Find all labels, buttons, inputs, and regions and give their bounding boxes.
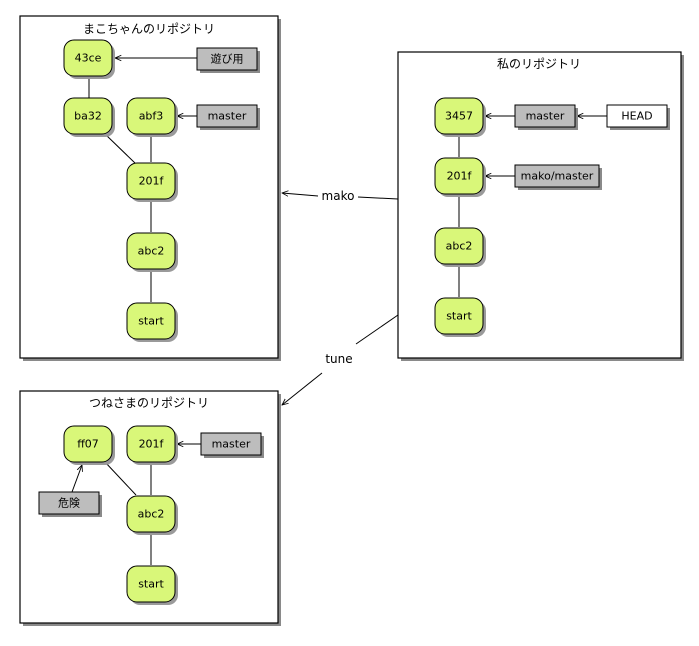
ref-text: 遊び用 bbox=[211, 52, 244, 66]
commit-node[interactable]: start bbox=[126, 302, 178, 342]
commit-label: 3457 bbox=[445, 110, 473, 123]
ref-label-head[interactable]: HEAD bbox=[606, 104, 670, 130]
commit-node[interactable]: ff07 bbox=[63, 425, 115, 465]
commit-node[interactable]: abc2 bbox=[126, 495, 178, 535]
mako-edges bbox=[88, 58, 197, 302]
commit-label: start bbox=[138, 315, 164, 328]
ref-text: master bbox=[208, 110, 247, 123]
tune-panel-title: つねさまのリポジトリ bbox=[89, 396, 209, 410]
commit-label: ba32 bbox=[74, 110, 102, 123]
ref-label-master[interactable]: master bbox=[514, 104, 578, 130]
commit-label: 43ce bbox=[75, 52, 102, 65]
edge-tune-remote-top bbox=[355, 314, 399, 345]
ref-label-master[interactable]: master bbox=[196, 104, 260, 130]
edge-ff07-abc2 bbox=[104, 461, 137, 496]
ref-text: HEAD bbox=[621, 110, 652, 123]
commit-label: abc2 bbox=[446, 240, 473, 253]
my-edges bbox=[458, 116, 607, 297]
edge-mako-remote-left bbox=[282, 193, 319, 196]
commit-node[interactable]: start bbox=[434, 297, 486, 337]
edge-danger-ff07 bbox=[71, 465, 82, 493]
commit-label: 201f bbox=[447, 170, 473, 183]
commit-node[interactable]: 43ce bbox=[63, 39, 115, 79]
commit-label: abf3 bbox=[139, 110, 164, 123]
commit-node[interactable]: abc2 bbox=[434, 227, 486, 267]
mako-remote-label: mako bbox=[322, 189, 355, 203]
ref-label-mako-master[interactable]: mako/master bbox=[514, 164, 602, 190]
remote-edges: mako tune bbox=[282, 189, 399, 405]
tune-remote-label: tune bbox=[325, 352, 352, 366]
ref-text: 危険 bbox=[58, 497, 80, 510]
mako-panel-title: まこちゃんのリポジトリ bbox=[83, 22, 215, 36]
commit-label: start bbox=[446, 310, 472, 323]
ref-label-play[interactable]: 遊び用 bbox=[196, 47, 260, 73]
ref-label-danger[interactable]: 危険 bbox=[38, 491, 102, 517]
commit-node[interactable]: ba32 bbox=[63, 97, 115, 137]
commit-label: abc2 bbox=[138, 245, 165, 258]
commit-node[interactable]: start bbox=[126, 565, 178, 605]
ref-text: master bbox=[526, 110, 565, 123]
commit-label: start bbox=[138, 578, 164, 591]
ref-label-master[interactable]: master bbox=[200, 432, 264, 458]
commit-label: abc2 bbox=[138, 508, 165, 521]
commit-label: ff07 bbox=[77, 438, 99, 451]
commit-node[interactable]: 201f bbox=[126, 162, 178, 202]
edge-mako-remote-right bbox=[357, 196, 399, 200]
commit-node[interactable]: 3457 bbox=[434, 97, 486, 137]
commit-node[interactable]: abf3 bbox=[126, 97, 178, 137]
ref-text: mako/master bbox=[521, 170, 594, 183]
my-panel-title: 私のリポジトリ bbox=[497, 57, 581, 71]
tune-edges bbox=[71, 444, 201, 565]
commit-node[interactable]: 201f bbox=[434, 157, 486, 197]
ref-text: master bbox=[212, 438, 251, 451]
edge-tune-remote-bottom bbox=[282, 372, 323, 405]
commit-node[interactable]: abc2 bbox=[126, 232, 178, 272]
commit-label: 201f bbox=[139, 438, 165, 451]
commit-node[interactable]: 201f bbox=[126, 425, 178, 465]
commit-label: 201f bbox=[139, 175, 165, 188]
edge-ba32-201f bbox=[104, 133, 137, 165]
